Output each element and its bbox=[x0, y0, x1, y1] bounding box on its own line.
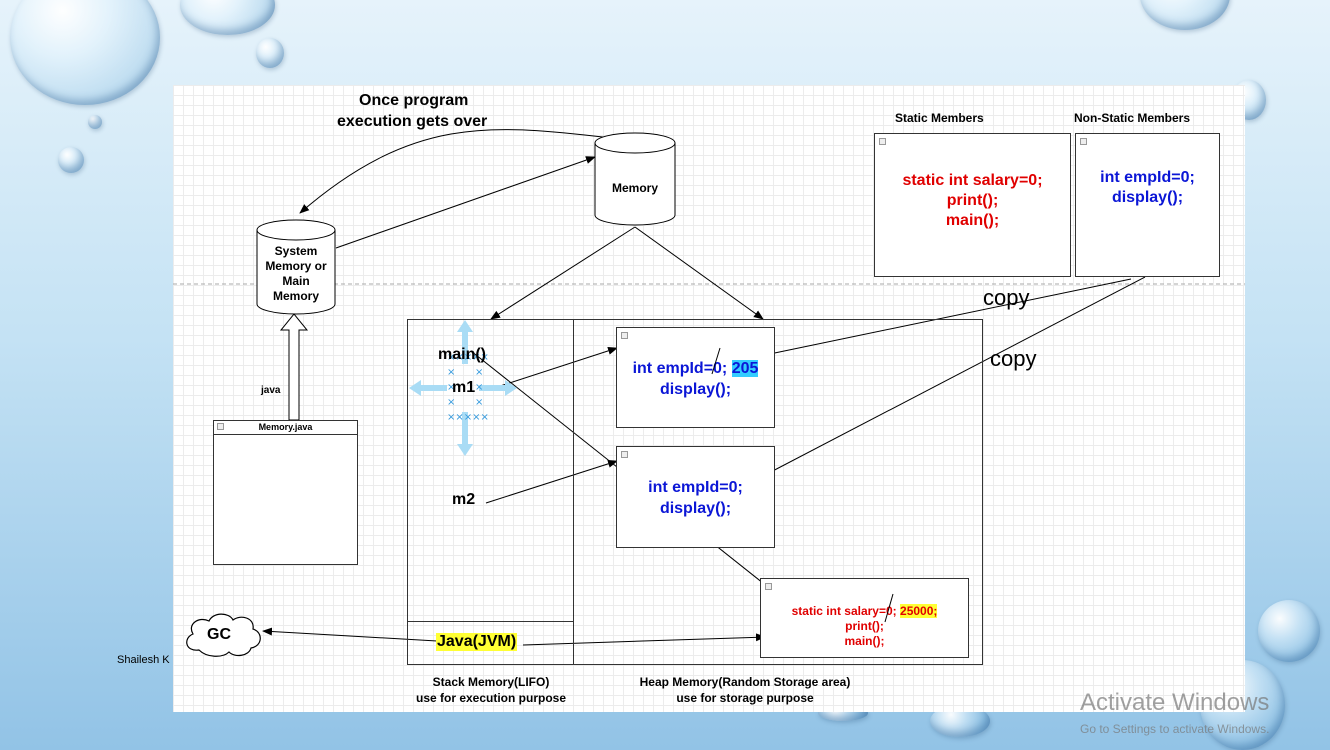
copy-label-1: copy bbox=[983, 285, 1030, 310]
heap-object-1-field: int empId=0; bbox=[632, 360, 728, 377]
heap-static-field: static int salary=0; bbox=[791, 604, 897, 618]
system-memory-line: Main bbox=[282, 274, 310, 288]
author-label: Shailesh K bbox=[117, 654, 170, 666]
heap-caption-line-2: use for storage purpose bbox=[676, 691, 814, 705]
activate-windows-subtext: Go to Settings to activate Windows. bbox=[1080, 722, 1270, 736]
heap-static-new-value: 25000; bbox=[900, 604, 938, 618]
static-members-line: print(); bbox=[946, 192, 999, 209]
java-label: java bbox=[261, 385, 281, 396]
jvm-divider bbox=[408, 621, 573, 622]
box-icon bbox=[765, 583, 772, 590]
copy-label-2: copy bbox=[990, 346, 1037, 371]
system-memory-line: System bbox=[274, 244, 318, 258]
box-icon bbox=[1080, 138, 1087, 145]
svg-text:×: × bbox=[475, 397, 483, 408]
svg-text:×: × bbox=[475, 367, 483, 378]
heap-caption: Heap Memory(Random Storage area) use for… bbox=[609, 674, 881, 706]
water-drop-decoration bbox=[88, 115, 102, 129]
heap-object-1-line-1: int empId=0; 205 bbox=[617, 358, 774, 379]
non-static-members-box: int empId=0; display(); bbox=[1075, 133, 1220, 277]
non-static-members-line: display(); bbox=[1111, 189, 1184, 206]
non-static-members-text: int empId=0; display(); bbox=[1076, 168, 1219, 208]
heap-object-2-line-1: int empId=0; bbox=[648, 479, 743, 496]
svg-text:×: × bbox=[447, 382, 455, 393]
static-members-line: main(); bbox=[945, 212, 1000, 229]
heap-object-1: int empId=0; 205 display(); bbox=[616, 327, 775, 428]
heap-static-line-3: main(); bbox=[844, 634, 885, 648]
heap-object-2-text: int empId=0; display(); bbox=[617, 477, 774, 519]
file-window-title: Memory.java bbox=[258, 422, 313, 432]
svg-text:×: × bbox=[447, 367, 455, 378]
non-static-members-title: Non-Static Members bbox=[1074, 111, 1191, 125]
heap-caption-line-1: Heap Memory(Random Storage area) bbox=[639, 675, 851, 689]
heap-static-line-2: print(); bbox=[845, 619, 884, 633]
diagram-slide: Once program execution gets over Memory … bbox=[173, 85, 1245, 712]
note-line-1: Once program bbox=[359, 92, 469, 109]
stack-caption-line-1: Stack Memory(LIFO) bbox=[432, 675, 550, 689]
heap-object-2-line-2: display(); bbox=[659, 500, 732, 517]
activate-windows-watermark: Activate Windows bbox=[1080, 689, 1270, 716]
svg-text:×××××: ××××× bbox=[447, 352, 489, 363]
heap-object-1-new-value: 205 bbox=[731, 360, 759, 377]
heap-object-1-line-2: display(); bbox=[659, 381, 732, 398]
stack-item-m1: m1 bbox=[452, 379, 476, 396]
water-drop-decoration bbox=[180, 0, 275, 35]
static-members-line: static int salary=0; bbox=[902, 172, 1043, 189]
heap-static-line-1: static int salary=0; 25000; bbox=[761, 604, 968, 619]
water-drop-decoration bbox=[1140, 0, 1230, 30]
stack-item-main: main() bbox=[438, 346, 486, 363]
memory-cylinder-label: Memory bbox=[611, 181, 658, 195]
static-members-text: static int salary=0; print(); main(); bbox=[875, 171, 1070, 231]
system-memory-line: Memory bbox=[272, 289, 319, 303]
svg-text:×: × bbox=[447, 397, 455, 408]
gc-label: GC bbox=[207, 626, 231, 643]
connector-lines bbox=[173, 129, 1245, 646]
move-cursor-icon: ××××× × × × × × × ××××× bbox=[409, 320, 517, 456]
static-members-box: static int salary=0; print(); main(); bbox=[874, 133, 1071, 277]
system-memory-cylinder-icon bbox=[256, 219, 336, 315]
water-drop-decoration bbox=[256, 38, 284, 68]
box-icon bbox=[621, 332, 628, 339]
jvm-label: Java(JVM) bbox=[436, 633, 518, 651]
water-drop-decoration bbox=[1258, 600, 1320, 662]
system-memory-label: System Memory or Main Memory bbox=[255, 244, 337, 304]
stack-caption: Stack Memory(LIFO) use for execution pur… bbox=[385, 674, 597, 706]
heap-memory-area bbox=[573, 319, 983, 665]
heap-object-1-text: int empId=0; 205 display(); bbox=[617, 358, 774, 400]
system-memory-line: Memory or bbox=[265, 259, 327, 273]
water-drop-decoration bbox=[10, 0, 160, 105]
static-members-title: Static Members bbox=[895, 111, 984, 125]
stack-caption-line-2: use for execution purpose bbox=[415, 691, 567, 705]
gc-cloud-icon bbox=[186, 613, 261, 657]
heap-static-text: static int salary=0; 25000; print(); mai… bbox=[761, 604, 968, 649]
svg-text:×××××: ××××× bbox=[447, 412, 489, 423]
memory-cylinder-icon bbox=[594, 132, 676, 226]
box-icon bbox=[621, 451, 628, 458]
box-icon bbox=[879, 138, 886, 145]
note-line-2: execution gets over bbox=[337, 113, 488, 130]
strike-mark bbox=[711, 347, 721, 375]
file-window-titlebar: Memory.java bbox=[214, 421, 357, 435]
memory-java-file-window: Memory.java bbox=[213, 420, 358, 565]
window-icon bbox=[217, 423, 224, 430]
non-static-members-line: int empId=0; bbox=[1100, 169, 1195, 186]
stack-item-m2: m2 bbox=[452, 491, 476, 508]
water-drop-decoration bbox=[58, 147, 84, 173]
strike-mark bbox=[884, 593, 894, 623]
heap-static-area: static int salary=0; 25000; print(); mai… bbox=[760, 578, 969, 658]
svg-text:×: × bbox=[475, 382, 483, 393]
heap-object-2: int empId=0; display(); bbox=[616, 446, 775, 548]
